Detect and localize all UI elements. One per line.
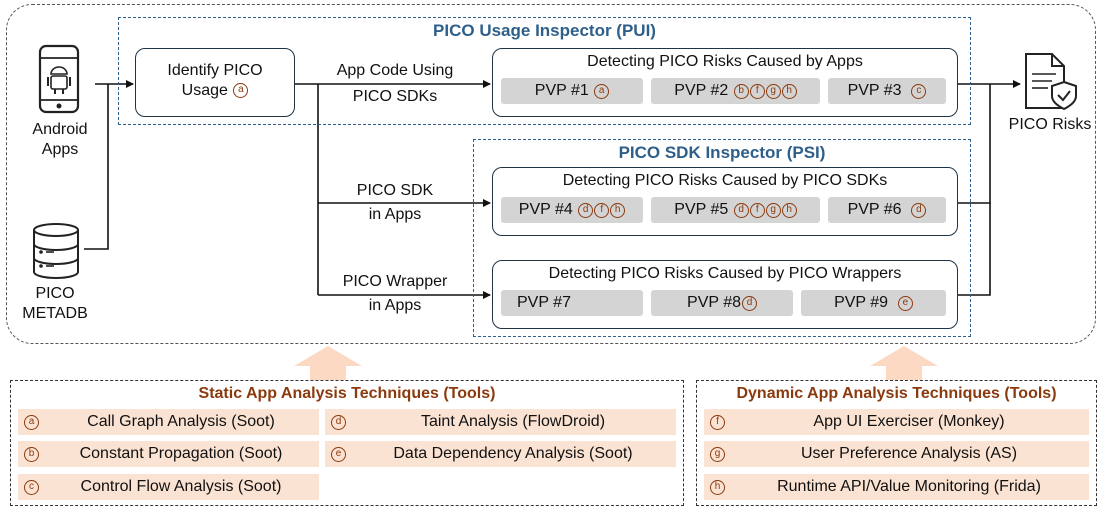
tool-marker: d xyxy=(911,202,927,218)
edge-label-wrapper-line1: PICO Wrapper xyxy=(342,273,448,290)
dynamic-tools-title: Dynamic App Analysis Techniques (Tools) xyxy=(736,385,1057,402)
detect-apps-title: Detecting PICO Risks Caused by Apps xyxy=(587,53,863,70)
tool-key-a: a xyxy=(24,414,39,430)
tool-marker: d xyxy=(741,295,757,311)
pvp-9: PVP #9 e xyxy=(801,290,946,316)
tool-marker: b xyxy=(733,83,749,99)
edge-label-wrapper-line2: in Apps xyxy=(368,297,422,314)
identify-line2: Usage a xyxy=(136,81,294,101)
tool-marker: d xyxy=(733,202,749,218)
tool-key-f: f xyxy=(710,414,725,430)
tool-key-b: b xyxy=(24,446,39,462)
pvp-7: PVP #7 xyxy=(501,290,643,316)
edge-metadb xyxy=(84,84,109,250)
edge-label-sdk-line1: PICO SDK xyxy=(356,182,434,199)
tool-key-d: d xyxy=(331,414,346,430)
detect-sdks-title: Detecting PICO Risks Caused by PICO SDKs xyxy=(562,172,888,189)
tool-key-c: c xyxy=(24,479,39,495)
tool-marker: a xyxy=(594,83,610,99)
tool-key-g: g xyxy=(710,446,725,462)
tool-key-e: e xyxy=(331,446,346,462)
pui-title: PICO Usage Inspector (PUI) xyxy=(433,21,656,40)
pico-risks-label: PICO Risks xyxy=(1008,116,1092,133)
android-phone-icon xyxy=(38,44,80,114)
pvp-6: PVP #6 d xyxy=(828,197,946,223)
android-apps-label: Android Apps xyxy=(32,121,88,158)
identify-line1: Identify PICO xyxy=(167,62,263,79)
identify-usage-box: Identify PICO Usage a xyxy=(135,48,295,117)
edge-label-sdk-line2: in Apps xyxy=(368,206,422,223)
tool-marker: g xyxy=(765,83,781,99)
tool-marker-a: a xyxy=(233,83,249,99)
tool-marker: h xyxy=(781,202,797,218)
up-arrow-icon xyxy=(294,346,362,380)
psi-title: PICO SDK Inspector (PSI) xyxy=(618,143,826,162)
edge-merge-wrapper xyxy=(958,203,991,296)
detect-wrappers-title: Detecting PICO Risks Caused by PICO Wrap… xyxy=(548,265,902,282)
edge-label-app-code-line2: PICO SDKs xyxy=(352,88,438,105)
tool-marker: c xyxy=(911,83,927,99)
pico-metadb-label: PICO METADB xyxy=(22,285,88,322)
database-icon xyxy=(33,223,79,279)
pipeline-container xyxy=(6,4,1096,344)
tool-marker: h xyxy=(610,202,626,218)
tool-marker: f xyxy=(749,83,765,99)
tool-marker: f xyxy=(749,202,765,218)
tool-marker: g xyxy=(765,202,781,218)
pvp-1: PVP #1 a xyxy=(501,78,643,104)
tool-marker: e xyxy=(897,295,913,311)
edge-label-app-code-line1: App Code Using xyxy=(336,62,454,79)
pui-region xyxy=(118,17,971,125)
tool-marker: d xyxy=(578,202,594,218)
tool-key-h: h xyxy=(710,479,725,495)
pvp-3: PVP #3 c xyxy=(828,78,946,104)
static-tools-title: Static App Analysis Techniques (Tools) xyxy=(198,385,496,402)
risk-document-icon xyxy=(1025,53,1077,111)
psi-region xyxy=(473,139,971,337)
tool-marker: h xyxy=(781,83,797,99)
tool-marker: f xyxy=(594,202,610,218)
up-arrow-icon xyxy=(870,346,938,380)
